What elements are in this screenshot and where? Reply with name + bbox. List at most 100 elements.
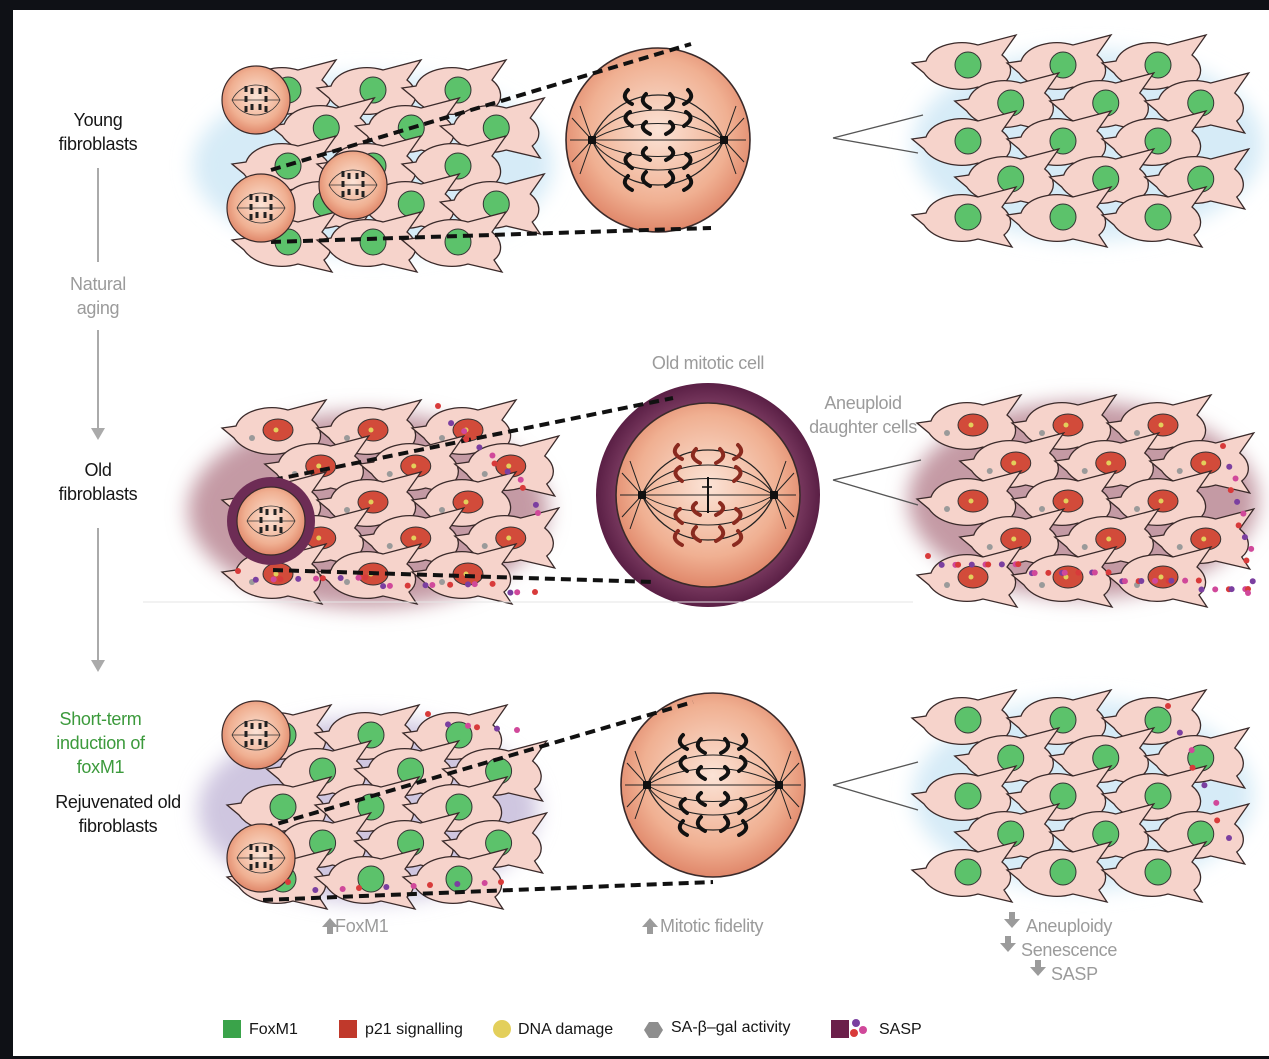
sasp-dot [1233,475,1239,481]
diagram-svg [13,10,1269,1056]
sasp-dot [313,576,319,582]
sasp-dot [482,880,488,886]
sasp-dot [490,581,496,587]
label-old-fibroblasts: Old fibroblasts [43,458,153,506]
small-mitotic-cell [227,174,295,242]
sasp-dot [338,575,344,581]
small-mitotic-cell [222,701,290,769]
sasp-dot [1226,464,1232,470]
sasp-dot [383,884,389,890]
sasp-dot [1138,578,1144,584]
sasp-dot [1213,800,1219,806]
sasp-dot [1220,443,1226,449]
sasp-dot [253,577,259,583]
sasp-dot [1177,730,1183,736]
aging-arrow-down [91,330,105,440]
sasp-dot [380,583,386,589]
sasp-dot [285,879,291,885]
sasp-dot [1242,534,1248,540]
sasp-dot [411,883,417,889]
sasp-dot [1092,569,1098,575]
sasp-dot [356,885,362,891]
sasp-dot [1212,586,1218,592]
legend-dna-damage: DNA damage [518,1020,613,1040]
label-old-mitotic-cell: Old mitotic cell [613,351,803,375]
sasp-dot [520,485,526,491]
sasp-dot [1122,578,1128,584]
sasp-dot [465,723,471,729]
sasp-dot [423,582,429,588]
sasp-dot [533,502,539,508]
young-tissue-right [912,35,1263,247]
small-mitotic-cell [319,151,387,219]
down-arrow-icon [1004,912,1020,928]
sasp-icon [831,1019,867,1038]
sasp-dot [1250,578,1256,584]
rejuvenated-mitotic-cell [621,693,805,877]
sasp-dot [1045,570,1051,576]
sasp-dot [489,452,495,458]
legend-foxm1: FoxM1 [249,1020,298,1040]
sasp-dot [320,575,326,581]
sasp-dot [955,562,961,568]
sasp-dot [235,568,241,574]
sasp-dot [1152,578,1158,584]
sasp-dot [448,420,454,426]
label-young-fibroblasts: Young fibroblasts [43,108,153,156]
sasp-dot [427,882,433,888]
sasp-dot [1075,570,1081,576]
outcome-mitotic-fidelity: Mitotic fidelity [660,914,800,938]
young-mitotic-cell [566,48,750,232]
figure-canvas: Young fibroblasts Natural aging Old fibr… [13,10,1269,1056]
sasp-dot [1062,570,1068,576]
rejuvenated-tissue-right [912,690,1253,902]
sasp-dot [1248,546,1254,552]
sasp-dot [985,561,991,567]
sasp-dot [494,726,500,732]
sasp-dot [1032,570,1038,576]
sasp-dot [387,583,393,589]
sasp-dot [445,721,451,727]
down-arrow-icon [1030,960,1046,976]
sasp-dot [463,436,469,442]
sasp-dot [1245,590,1251,596]
sasp-dot [465,581,471,587]
sasp-dot [1189,747,1195,753]
sasp-dot [474,724,480,730]
sasp-dot [925,553,931,559]
label-natural-aging: Natural aging [53,272,143,320]
sasp-dot [461,428,467,434]
pointer-lines-row1 [833,115,923,153]
sasp-dot [1015,561,1021,567]
sasp-dot [505,469,511,475]
sasp-dot [435,403,441,409]
sasp-dot [969,562,975,568]
sasp-dot [362,574,368,580]
sasp-dot [271,576,277,582]
sasp-dot [277,576,283,582]
sasp-dot [939,562,945,568]
sasp-dot [429,582,435,588]
sasp-dot [1196,578,1202,584]
sasp-dot [1106,569,1112,575]
sasp-dot [472,581,478,587]
sasp-dot [454,881,460,887]
sasp-dot [507,590,513,596]
outcome-senescence: Senescence [1021,938,1151,962]
sasp-dot [999,561,1005,567]
sasp-dot [447,582,453,588]
tissue-cell [917,547,1021,607]
square-icon [223,1020,241,1038]
sasp-dot [312,887,318,893]
outcome-aneuploidy: Aneuploidy [1026,914,1146,938]
induction-arrow-down [91,528,105,672]
small-mitotic-cell [227,824,295,892]
sasp-dot [295,576,301,582]
small-mitotic-cell [222,66,290,134]
tissue-cell [912,842,1016,902]
sasp-dot [1201,782,1207,788]
sasp-dot [476,444,482,450]
circle-icon [493,1020,511,1038]
sasp-dot [1165,703,1171,709]
sasp-dot [1234,499,1240,505]
